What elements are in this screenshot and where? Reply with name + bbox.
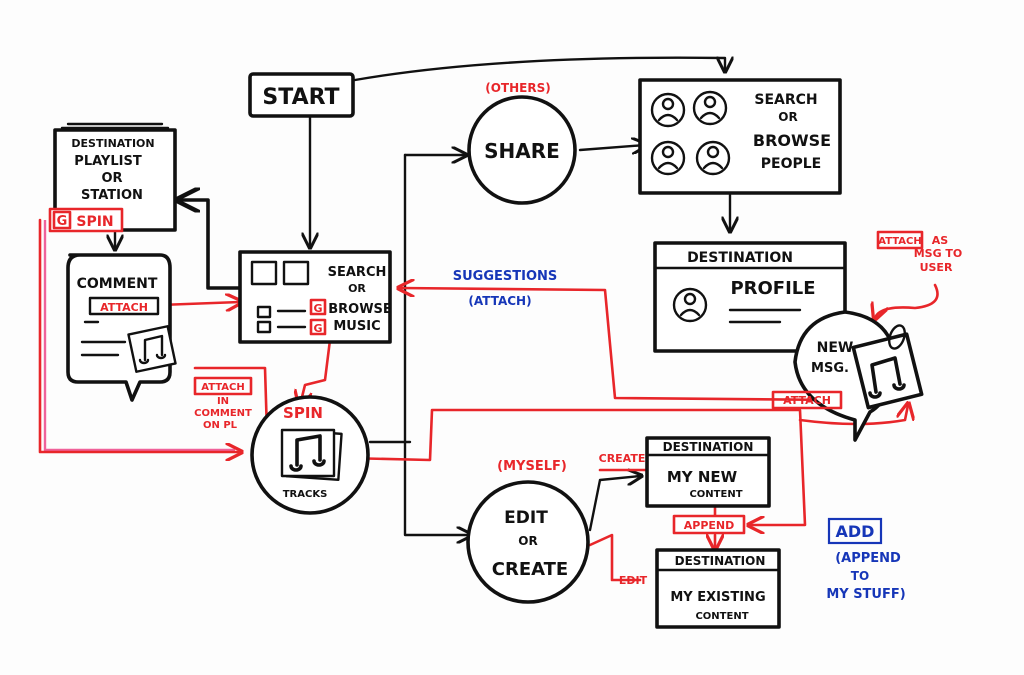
music-line3: BROWSE bbox=[328, 302, 392, 317]
music-to-spin-arrow bbox=[300, 338, 332, 405]
share-to-people-arrow bbox=[578, 145, 645, 150]
spin-badge-g: G bbox=[57, 214, 68, 229]
existing-content-header: DESTINATION bbox=[675, 554, 766, 568]
playlist-line1: PLAYLIST bbox=[74, 154, 142, 169]
comment-attach-label[interactable]: ATTACH bbox=[100, 301, 148, 314]
new-message-bubble[interactable]: NEW MSG. bbox=[793, 310, 924, 442]
people-line2: OR bbox=[778, 110, 797, 124]
add-line3: MY STUFF) bbox=[826, 587, 905, 602]
profile-title: PROFILE bbox=[730, 278, 815, 299]
edit-create-line3: CREATE bbox=[492, 559, 568, 580]
start-label: START bbox=[262, 85, 339, 110]
new-msg-music-icon bbox=[851, 324, 924, 410]
create-label: CREATE bbox=[599, 452, 646, 465]
new-content-header: DESTINATION bbox=[663, 440, 754, 454]
tracks-label: TRACKS bbox=[283, 489, 328, 500]
new-msg-attach-badge[interactable]: ATTACH bbox=[771, 390, 843, 410]
edit-create-line1: EDIT bbox=[504, 508, 548, 528]
new-content-destination[interactable]: CREATE DESTINATION MY NEW CONTENT bbox=[599, 436, 771, 508]
search-music-node[interactable]: G G SEARCH OR BROWSE MUSIC bbox=[238, 250, 392, 344]
search-people-node[interactable]: SEARCH OR BROWSE PEOPLE bbox=[638, 78, 842, 195]
profile-avatar-icon bbox=[672, 287, 708, 323]
attach-msg-line3: USER bbox=[920, 261, 953, 274]
new-content-line2: CONTENT bbox=[689, 489, 742, 500]
new-msg-line2: MSG. bbox=[811, 361, 849, 376]
share-node[interactable]: (OTHERS) SHARE bbox=[467, 81, 577, 205]
profile-header: DESTINATION bbox=[687, 250, 793, 266]
edit-create-line2: OR bbox=[518, 534, 537, 548]
playlist-line3: STATION bbox=[81, 188, 143, 203]
spin-badge[interactable]: G SPIN bbox=[48, 207, 124, 233]
suggestions-line2: (ATTACH) bbox=[468, 294, 531, 308]
playlist-line2: OR bbox=[101, 171, 122, 186]
existing-content-destination[interactable]: EDIT DESTINATION MY EXISTING CONTENT bbox=[619, 548, 781, 629]
music-badge-g1: G bbox=[313, 302, 322, 315]
spin-red-line bbox=[38, 218, 240, 452]
attach-in-comment-note: ATTACH IN COMMENT ON PL bbox=[193, 376, 253, 431]
existing-content-line1: MY EXISTING bbox=[670, 590, 765, 605]
add-box-label: ADD bbox=[836, 522, 875, 541]
person-avatar-icons bbox=[650, 90, 731, 176]
existing-content-line2: CONTENT bbox=[695, 611, 748, 622]
tracks-to-msg-line bbox=[343, 408, 807, 525]
attach-msg-line2: MSG TO bbox=[914, 247, 963, 260]
attach-comment-line3: ON PL bbox=[203, 420, 238, 431]
append-label: APPEND bbox=[684, 519, 735, 532]
music-to-playlist-arrow bbox=[180, 200, 242, 290]
playlist-header: DESTINATION bbox=[71, 137, 154, 150]
attach-comment-box: ATTACH bbox=[201, 382, 245, 393]
edit-create-node[interactable]: (MYSELF) EDIT OR CREATE bbox=[466, 459, 590, 604]
add-note: ADD (APPEND TO MY STUFF) bbox=[826, 517, 906, 602]
new-msg-attach-label: ATTACH bbox=[783, 394, 831, 407]
add-line2: TO bbox=[851, 569, 869, 583]
music-line1: SEARCH bbox=[328, 265, 387, 280]
attach-as-msg-note: ATTACH AS MSG TO USER bbox=[876, 230, 963, 274]
spin-badge-label: SPIN bbox=[76, 214, 113, 230]
append-badge[interactable]: APPEND bbox=[672, 514, 746, 535]
spin-pink-line bbox=[43, 220, 235, 452]
people-line4: PEOPLE bbox=[761, 156, 821, 172]
music-badge-g2: G bbox=[313, 322, 322, 335]
people-line1: SEARCH bbox=[754, 92, 817, 108]
tracks-spin-label: SPIN bbox=[283, 404, 323, 422]
share-tag: (OTHERS) bbox=[485, 81, 550, 95]
attach-comment-line2: COMMENT bbox=[194, 408, 252, 419]
attach-comment-line1: IN bbox=[217, 396, 229, 407]
music-line4: MUSIC bbox=[333, 319, 380, 334]
edit-label: EDIT bbox=[619, 574, 648, 587]
share-label: SHARE bbox=[484, 139, 560, 163]
new-msg-line1: NEW bbox=[817, 340, 854, 356]
suggestions-attach-arrow bbox=[400, 288, 842, 402]
comment-bubble[interactable]: COMMENT ATTACH bbox=[66, 253, 177, 402]
comment-music-icon bbox=[127, 325, 177, 373]
attach-msg-box: ATTACH bbox=[878, 236, 922, 247]
people-line3: BROWSE bbox=[753, 131, 831, 150]
edit-to-newcontent-arrow bbox=[588, 476, 640, 532]
main-trunk-line bbox=[368, 153, 470, 535]
suggestions-label: SUGGESTIONS (ATTACH) bbox=[453, 269, 558, 308]
edit-create-tag: (MYSELF) bbox=[497, 459, 567, 474]
attach-msg-curve bbox=[875, 283, 939, 318]
music-thumb-1 bbox=[250, 260, 278, 286]
add-line1: (APPEND bbox=[835, 551, 901, 566]
tracks-node[interactable]: SPIN TRACKS bbox=[250, 395, 370, 515]
attach-msg-line1: AS bbox=[932, 234, 949, 247]
start-to-people-arrow bbox=[353, 56, 725, 82]
edit-existing-line bbox=[588, 533, 642, 582]
music-line2: OR bbox=[348, 282, 366, 295]
start-node[interactable]: START bbox=[248, 72, 355, 118]
suggestions-line1: SUGGESTIONS bbox=[453, 269, 558, 284]
comment-label: COMMENT bbox=[77, 276, 158, 292]
comment-attach-arrow bbox=[158, 302, 240, 305]
new-content-line1: MY NEW bbox=[667, 468, 738, 486]
music-thumb-2 bbox=[282, 260, 310, 286]
tracks-music-icon bbox=[280, 428, 343, 481]
